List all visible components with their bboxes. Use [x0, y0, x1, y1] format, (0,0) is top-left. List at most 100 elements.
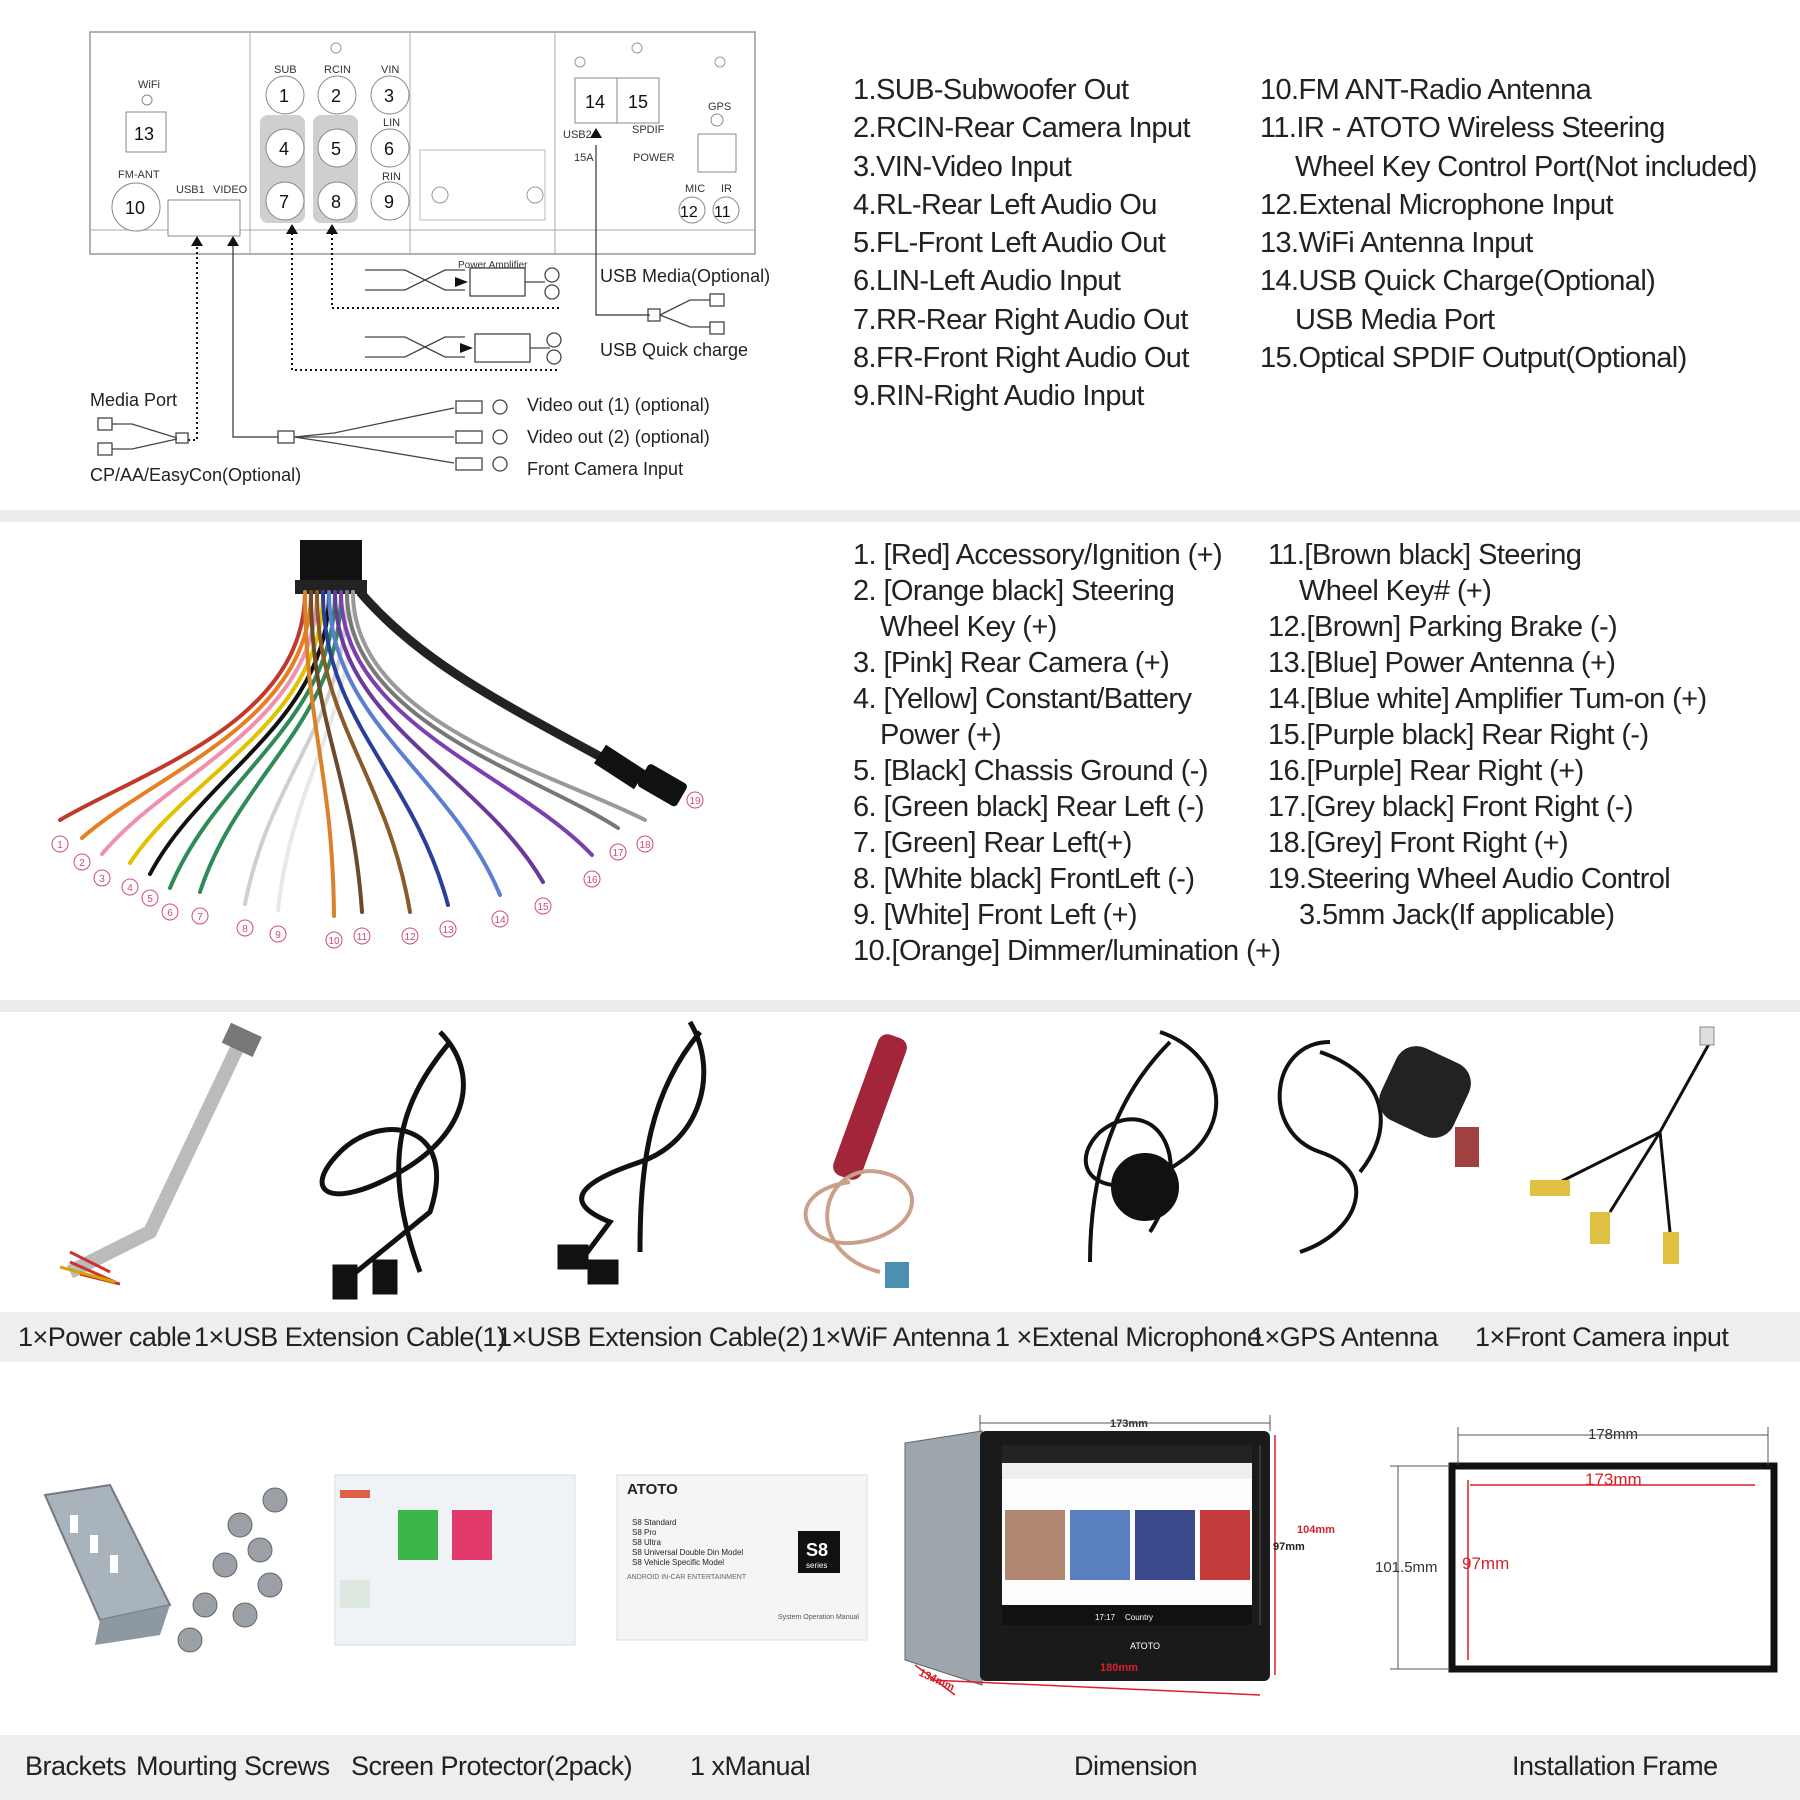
included-items-photos: ATOTO S8 Standard S8 Pro S8 Ultra S8 Uni…: [43, 1415, 1778, 1696]
wire-number-badge: [73, 853, 91, 871]
caption-dimension: Dimension: [1074, 1751, 1198, 1781]
dimension-bottom: 180mm: [1100, 1662, 1138, 1674]
caption-installation-frame: Installation Frame: [1512, 1751, 1718, 1781]
wire-number-badge: [534, 897, 552, 915]
included-caption-bar: [0, 1735, 1800, 1800]
manual-item: S8 Ultra: [632, 1538, 661, 1547]
accessories-photos: [59, 1020, 1715, 1300]
wire-number: 8: [242, 924, 248, 935]
caption-usb-extension-1: 1×USB Extension Cable(1): [194, 1322, 506, 1352]
wire-list-item: Wheel Key (+): [880, 611, 1057, 643]
wire-list-item: 11.[Brown black] Steering: [1268, 539, 1582, 571]
wire-list-item: Power (+): [880, 719, 1002, 751]
front-camera-label: Front Camera Input: [527, 459, 683, 479]
wire-list-item: Wheel Key# (+): [1299, 575, 1492, 607]
label-15a: 15A: [574, 152, 594, 164]
port-list-item: 12.Extenal Microphone Input: [1260, 188, 1614, 221]
port-7: 7: [279, 192, 289, 212]
wire-list-item: 3.5mm Jack(If applicable): [1299, 899, 1615, 931]
manual-item: S8 Standard: [632, 1518, 676, 1527]
wire-number-badge: [121, 878, 139, 896]
port-3: 3: [384, 86, 394, 106]
front-camera-cable-image: [1530, 1026, 1715, 1264]
label-lin: LIN: [383, 117, 400, 129]
harness-wire: [339, 590, 594, 857]
label-gps: GPS: [708, 101, 731, 113]
port-list-item: 5.FL-Front Left Audio Out: [853, 227, 1166, 260]
label-wifi: WiFi: [138, 79, 160, 91]
manual-badge: S8: [806, 1540, 828, 1560]
dimension-height-2: 97mm: [1273, 1541, 1305, 1553]
wire-number: 12: [404, 932, 416, 943]
usb-extension-cable-1-image: [319, 1030, 466, 1300]
port-list-item: 13.WiFi Antenna Input: [1260, 227, 1533, 260]
power-cable-image: [59, 1022, 262, 1286]
wire-list-left: 1. [Red] Accessory/Ignition (+) 2. [Oran…: [853, 537, 1281, 969]
wire-number-badge: [141, 889, 159, 907]
wire-number-badge: [353, 927, 371, 945]
harness-wire: [128, 590, 325, 865]
wire-list-item: 12.[Brown] Parking Brake (-): [1268, 611, 1618, 643]
wire-list-item: 15.[Purple black] Rear Right (-): [1268, 719, 1649, 751]
port-list-item: 8.FR-Front Right Audio Out: [853, 342, 1189, 375]
wire-list-item: 10.[Orange] Dimmer/lumination (+): [853, 935, 1281, 967]
wire-number: 7: [197, 912, 203, 923]
gps-antenna-image: [1277, 1040, 1479, 1254]
dimension-top: 173mm: [1110, 1418, 1148, 1430]
head-unit-brand: ATOTO: [1130, 1641, 1160, 1651]
wire-number-badge: [609, 843, 627, 861]
wire-number-badge: [325, 931, 343, 949]
wire-number: 5: [147, 894, 153, 905]
port-list-item: 3.VIN-Video Input: [853, 150, 1072, 183]
wire-number: 16: [586, 875, 598, 886]
caption-gps-antenna: 1×GPS Antenna: [1250, 1322, 1438, 1352]
label-rin: RIN: [382, 171, 401, 183]
harness-wire: [80, 590, 313, 840]
manual-image: ATOTO S8 Standard S8 Pro S8 Ultra S8 Uni…: [616, 1474, 868, 1641]
wire-number-badge: [636, 835, 654, 853]
harness-wire: [345, 590, 620, 830]
wire-list-item: 3. [Pink] Rear Camera (+): [853, 647, 1170, 679]
microphone-image: [1083, 1030, 1219, 1263]
wire-number-badge: [93, 869, 111, 887]
head-unit-country: Country: [1125, 1613, 1153, 1622]
wire-number-badge: [686, 791, 704, 809]
wire-list-item: 9. [White] Front Left (+): [853, 899, 1138, 931]
port-list-left: 1.SUB-Subwoofer Out 2.RCIN-Rear Camera I…: [853, 71, 1191, 416]
port-4: 4: [279, 139, 289, 159]
video-out-1-label: Video out (1) (optional): [527, 395, 710, 415]
wire-number: 1: [57, 840, 63, 851]
port-14: 14: [585, 92, 605, 112]
port-list-right: 10.FM ANT-Radio Antenna 11.IR - ATOTO Wi…: [1260, 71, 1758, 377]
caption-power-cable: 1×Power cable: [18, 1322, 191, 1352]
label-mic: MIC: [685, 183, 705, 195]
wire-list-item: 17.[Grey black] Front Right (-): [1268, 791, 1634, 823]
caption-mounting-screws: Mourting Screws: [136, 1751, 330, 1781]
manual-item: S8 Universal Double Din Model: [632, 1548, 743, 1557]
label-usb1: USB1: [176, 184, 205, 196]
caption-microphone: 1 ×Extenal Microphone: [995, 1322, 1262, 1352]
port-5: 5: [331, 139, 341, 159]
wire-number: 17: [612, 848, 624, 859]
wire-number: 11: [357, 932, 368, 943]
wire-number-badge: [236, 919, 254, 937]
manual-brand: ATOTO: [627, 1481, 678, 1498]
wire-number-badge: [161, 903, 179, 921]
port-list-item: 14.USB Quick Charge(Optional): [1260, 265, 1656, 298]
wire-list-item: 16.[Purple] Rear Right (+): [1268, 755, 1584, 787]
port-2: 2: [331, 86, 341, 106]
frame-outer-width: 178mm: [1588, 1426, 1638, 1443]
caption-manual: 1 xManual: [690, 1751, 811, 1781]
head-unit-time: 17:17: [1095, 1613, 1116, 1622]
power-amplifier-label: Power Amplifier: [458, 260, 528, 271]
harness-wire: [351, 590, 647, 822]
usb-extension-cable-2-image: [557, 1020, 707, 1285]
frame-outer-height: 101.5mm: [1375, 1559, 1438, 1576]
label-power: POWER: [633, 152, 675, 164]
harness-wire: [303, 590, 336, 918]
wire-number: 13: [442, 925, 454, 936]
head-unit-dimension-image: 17:17 Country ATOTO 173mm 104mm 97mm 134…: [904, 1415, 1335, 1696]
port-list-item: 4.RL-Rear Left Audio Ou: [853, 188, 1157, 221]
port-list-item: 7.RR-Rear Right Audio Out: [853, 303, 1188, 336]
